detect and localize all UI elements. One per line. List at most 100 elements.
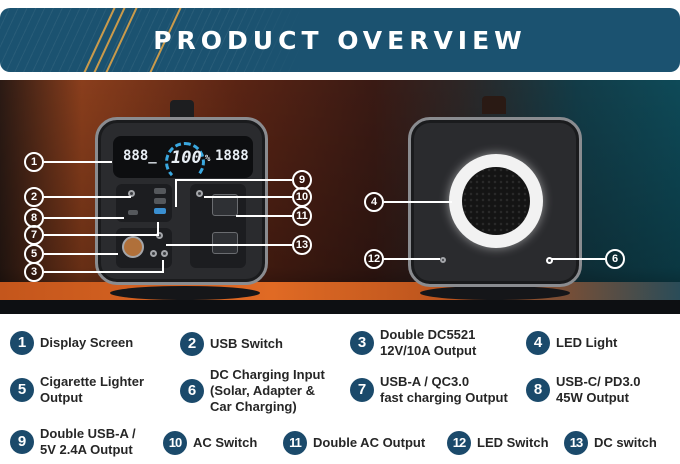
callout-12: 12: [364, 249, 384, 269]
leader-line: [44, 253, 118, 255]
leader-line: [157, 222, 159, 236]
legend-item-2: 2 USB Switch: [180, 332, 283, 356]
leader-line: [162, 260, 164, 272]
callout-13: 13: [292, 235, 312, 255]
number-badge: 10: [163, 431, 187, 455]
lcd-percent-value: 100: [171, 148, 202, 168]
leader-line: [166, 244, 292, 246]
legend-item-1: 1 Display Screen: [10, 331, 133, 355]
legend-label: Double AC Output: [313, 435, 426, 450]
dc5521-port: [161, 250, 168, 257]
number-badge: 4: [526, 331, 550, 355]
legend-item-9: 9 Double USB-A /5V 2.4A Output: [10, 426, 136, 458]
callout-10: 10: [292, 187, 312, 207]
callout-2: 2: [24, 187, 44, 207]
leader-line: [44, 217, 124, 219]
front-handle: [170, 100, 194, 118]
usb-a-port: [154, 188, 166, 194]
callout-1: 1: [24, 152, 44, 172]
back-handle: [482, 96, 506, 114]
page-title: PRODUCT OVERVIEW: [153, 26, 527, 55]
legend-label: USB Switch: [210, 336, 283, 351]
lcd-input-value: 888_: [123, 148, 157, 164]
cigarette-lighter-socket: [122, 236, 144, 258]
dc-input-port: [546, 257, 553, 264]
back-shadow: [420, 286, 570, 300]
leader-line: [176, 179, 292, 181]
number-badge: 6: [180, 379, 204, 403]
led-switch-button: [440, 257, 446, 263]
number-badge: 5: [10, 378, 34, 402]
legend-label: AC Switch: [193, 435, 258, 450]
number-badge: 1: [10, 331, 34, 355]
number-badge: 9: [10, 430, 34, 454]
callout-7: 7: [24, 225, 44, 245]
legend-label: Display Screen: [40, 335, 134, 350]
power-station-front: 888_ 100 % 1888: [95, 117, 268, 285]
ac-panel: [190, 184, 246, 268]
speaker-grille: [462, 167, 530, 235]
usb-c-port: [128, 210, 138, 215]
front-shadow: [110, 286, 260, 300]
leader-line: [44, 161, 112, 163]
lcd-battery-arc: [165, 142, 205, 182]
number-badge: 11: [283, 431, 307, 455]
leader-line: [204, 196, 292, 198]
legend-label: Double USB-A /5V 2.4A Output: [40, 426, 136, 457]
leader-line: [551, 258, 605, 260]
legend-item-12: 12 LED Switch: [447, 431, 549, 455]
legend-item-6: 6 DC Charging Input(Solar, Adapter &Car …: [180, 367, 325, 415]
number-badge: 8: [526, 378, 550, 402]
number-badge: 13: [564, 431, 588, 455]
legend-item-11: 11 Double AC Output: [283, 431, 425, 455]
product-photo: 888_ 100 % 1888 1 2 8 7: [0, 80, 680, 314]
usb-panel: [116, 184, 172, 222]
ac-outlet: [212, 232, 238, 254]
legend-item-10: 10 AC Switch: [163, 431, 257, 455]
lcd-percent-sign: %: [205, 154, 211, 164]
leader-line: [44, 196, 131, 198]
callout-4: 4: [364, 192, 384, 212]
leader-line: [236, 215, 292, 217]
header-banner: PRODUCT OVERVIEW: [0, 8, 680, 72]
led-light-ring: [449, 154, 543, 248]
dc5521-port: [150, 250, 157, 257]
leader-line: [175, 179, 177, 207]
ac-outlet: [212, 194, 238, 216]
callout-6: 6: [605, 249, 625, 269]
leader-line: [384, 258, 440, 260]
floor-highlight: [0, 282, 680, 302]
legend-label: DC Charging Input(Solar, Adapter &Car Ch…: [210, 367, 325, 414]
number-badge: 3: [350, 331, 374, 355]
legend-label: LED Light: [556, 335, 618, 350]
banner-stripes: [0, 8, 680, 72]
legend-label: LED Switch: [477, 435, 549, 450]
callout-3: 3: [24, 262, 44, 282]
number-badge: 7: [350, 378, 374, 402]
legend-label: DC switch: [594, 435, 657, 450]
usb-a-port: [154, 198, 166, 204]
leader-line: [44, 234, 158, 236]
number-badge: 2: [180, 332, 204, 356]
floor-shadow: [0, 300, 680, 314]
lcd-output-value: 1888: [215, 148, 249, 164]
number-badge: 12: [447, 431, 471, 455]
ac-switch-button: [196, 190, 203, 197]
usb-switch-button: [128, 190, 135, 197]
legend-item-4: 4 LED Light: [526, 331, 617, 355]
callout-5: 5: [24, 244, 44, 264]
display-screen: 888_ 100 % 1888: [113, 136, 253, 182]
usb-a-qc-port: [154, 208, 166, 214]
legend-item-13: 13 DC switch: [564, 431, 657, 455]
callout-11: 11: [292, 206, 312, 226]
leader-line: [44, 271, 164, 273]
leader-line: [384, 201, 452, 203]
